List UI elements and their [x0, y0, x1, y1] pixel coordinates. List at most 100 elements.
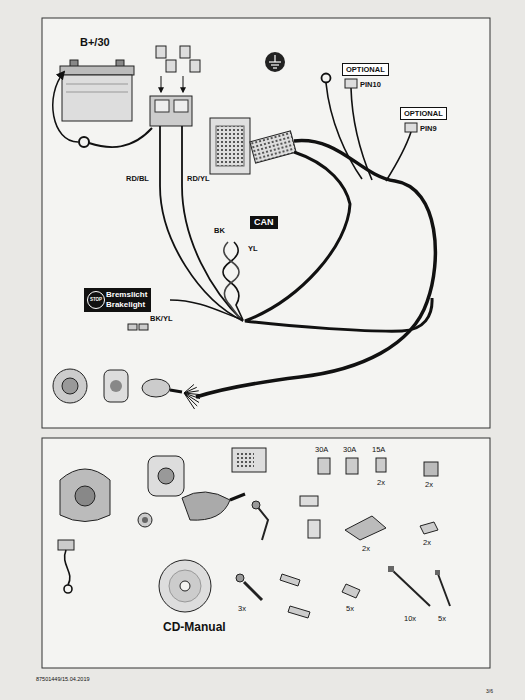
harness-wire — [351, 88, 372, 180]
tow-socket — [60, 469, 110, 522]
crimp-terminal — [288, 606, 310, 618]
tow-socket — [53, 369, 182, 403]
wire-ends — [184, 393, 197, 406]
fuse — [318, 458, 438, 476]
pin-connector — [405, 123, 417, 132]
small-parts — [252, 496, 438, 540]
crimp-terminal — [280, 574, 360, 618]
quantity: 3x — [238, 604, 246, 613]
battery-arrow — [53, 72, 78, 142]
box-label: CAN — [254, 217, 274, 228]
small-parts — [308, 520, 320, 538]
harness-wire — [245, 152, 432, 331]
tow-socket — [75, 486, 95, 506]
cable-tie — [392, 570, 430, 606]
quantity: 5x — [346, 604, 354, 613]
battery — [66, 92, 128, 93]
box-label: OPTIONAL — [346, 65, 385, 74]
fuse-rating: 30A — [343, 445, 356, 454]
cd-caption: CD-Manual — [163, 620, 226, 634]
panel-frame — [42, 18, 490, 668]
optional-box: OPTIONAL — [400, 107, 447, 120]
fuse — [424, 462, 438, 476]
cable-tie — [388, 566, 394, 572]
wire-ends — [184, 391, 199, 393]
fuse — [346, 458, 358, 474]
cable-tie — [388, 566, 450, 606]
fuse-holder — [180, 46, 190, 58]
battery-arrow — [53, 72, 78, 142]
tow-socket — [104, 370, 128, 402]
panel-frame — [42, 438, 490, 668]
page-number: 3/6 — [486, 688, 493, 694]
supply-wire — [160, 126, 243, 321]
tow-socket — [62, 378, 78, 394]
cd-disc — [169, 570, 201, 602]
brakelight-box: Bremslicht Brakelight — [104, 288, 151, 312]
ring-terminal — [79, 128, 152, 147]
brakelight-wire — [170, 300, 243, 320]
wire-color: RD/BL — [126, 174, 149, 183]
can-box: CAN — [250, 216, 278, 229]
cd-disc — [159, 560, 211, 612]
ground-symbol — [273, 67, 277, 68]
ring-terminal — [89, 128, 152, 147]
wire-color: BK — [214, 226, 225, 235]
battery — [62, 75, 132, 121]
harness-wire — [322, 74, 331, 83]
pin-name: PIN9 — [420, 124, 437, 133]
control-module — [210, 118, 250, 174]
pin-name: PIN10 — [360, 80, 381, 89]
quantity: 2x — [377, 478, 385, 487]
fuse-holder — [183, 76, 184, 92]
tow-socket — [230, 494, 245, 500]
tow-socket — [53, 369, 87, 403]
box-label: OPTIONAL — [404, 109, 443, 118]
tow-socket — [182, 492, 230, 520]
can-twisted-pair — [223, 242, 243, 320]
screw — [244, 582, 262, 600]
fuse-holder — [155, 100, 169, 112]
panel-frame — [42, 18, 490, 428]
small-parts — [252, 501, 260, 509]
ground-lead — [58, 540, 74, 550]
brakelight-wire — [84, 288, 243, 330]
tow-socket — [110, 380, 122, 392]
pin-connector — [345, 79, 417, 132]
cable-tie — [435, 570, 440, 575]
ground-symbol — [274, 55, 275, 62]
tow-socket — [142, 379, 170, 397]
screw — [236, 574, 262, 600]
harness-wire — [386, 132, 411, 181]
wire-color: RD/YL — [187, 174, 210, 183]
tow-socket — [142, 517, 148, 523]
fuse-holder — [150, 46, 200, 126]
wire-ends — [184, 393, 195, 409]
ground-symbol — [265, 52, 285, 72]
ground-lead — [65, 550, 70, 585]
small-parts — [256, 505, 268, 540]
wire-ends — [184, 384, 200, 409]
fuse-holder — [190, 60, 200, 72]
harness-wire — [196, 141, 435, 397]
screw — [236, 574, 244, 582]
wire-color: BK/YL — [150, 314, 173, 323]
tow-socket — [148, 456, 184, 496]
battery — [60, 60, 134, 121]
fuse-holder — [161, 76, 162, 92]
fuse-holder — [174, 100, 188, 112]
ground-symbol — [271, 64, 279, 65]
tow-socket — [138, 513, 152, 527]
brakelight-wire — [139, 324, 148, 330]
ground-symbol — [269, 61, 281, 62]
control-module — [236, 452, 254, 468]
ground-symbol — [265, 52, 285, 72]
quantity: 2x — [425, 480, 433, 489]
document-number: 87501449/15.04.2019 — [36, 676, 90, 682]
terminal-label: B+/30 — [80, 36, 110, 48]
harness-connector — [250, 131, 296, 163]
pin-connector — [345, 79, 357, 88]
battery — [60, 66, 134, 75]
